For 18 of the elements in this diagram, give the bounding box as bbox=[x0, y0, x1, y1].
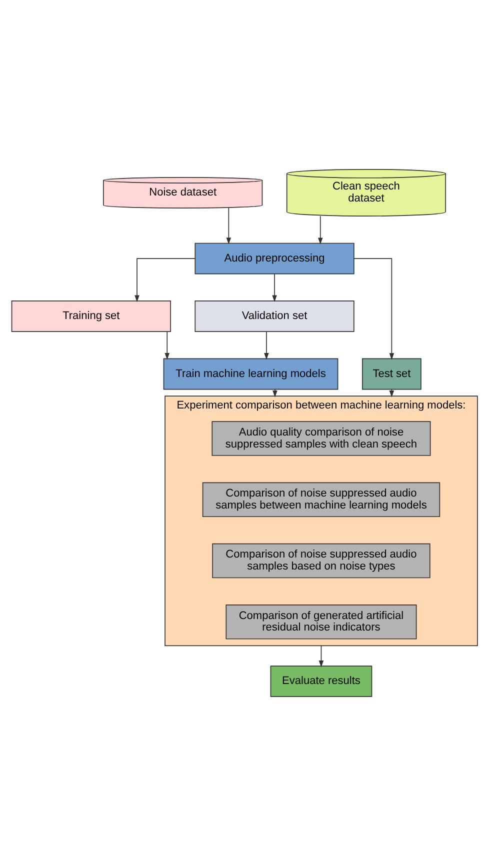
node-box: Comparison of noise suppressed audio samples based on noise types bbox=[212, 543, 430, 578]
node-box: Evaluate results bbox=[270, 666, 372, 698]
node-box: Train machine learning models bbox=[163, 358, 338, 390]
node-box: Comparison of generated artificial residual noise indicators bbox=[226, 604, 417, 640]
node-box: Test set bbox=[362, 358, 422, 390]
node-box: Comparison of noise suppressed audio samples between machine learning models bbox=[202, 482, 440, 518]
arrow bbox=[354, 258, 394, 360]
arrow bbox=[164, 331, 170, 360]
arrow bbox=[318, 645, 324, 668]
node-box: Audio preprocessing bbox=[194, 242, 354, 274]
arrow bbox=[226, 208, 232, 244]
node-box: Training set bbox=[11, 300, 171, 332]
arrow bbox=[318, 216, 323, 245]
node-box: Audio quality comparison of noise suppressed samples with clean speech bbox=[212, 421, 431, 456]
arrow bbox=[264, 331, 269, 360]
arrow bbox=[134, 258, 196, 302]
arrow bbox=[272, 274, 277, 302]
node-box: Validation set bbox=[194, 300, 354, 332]
